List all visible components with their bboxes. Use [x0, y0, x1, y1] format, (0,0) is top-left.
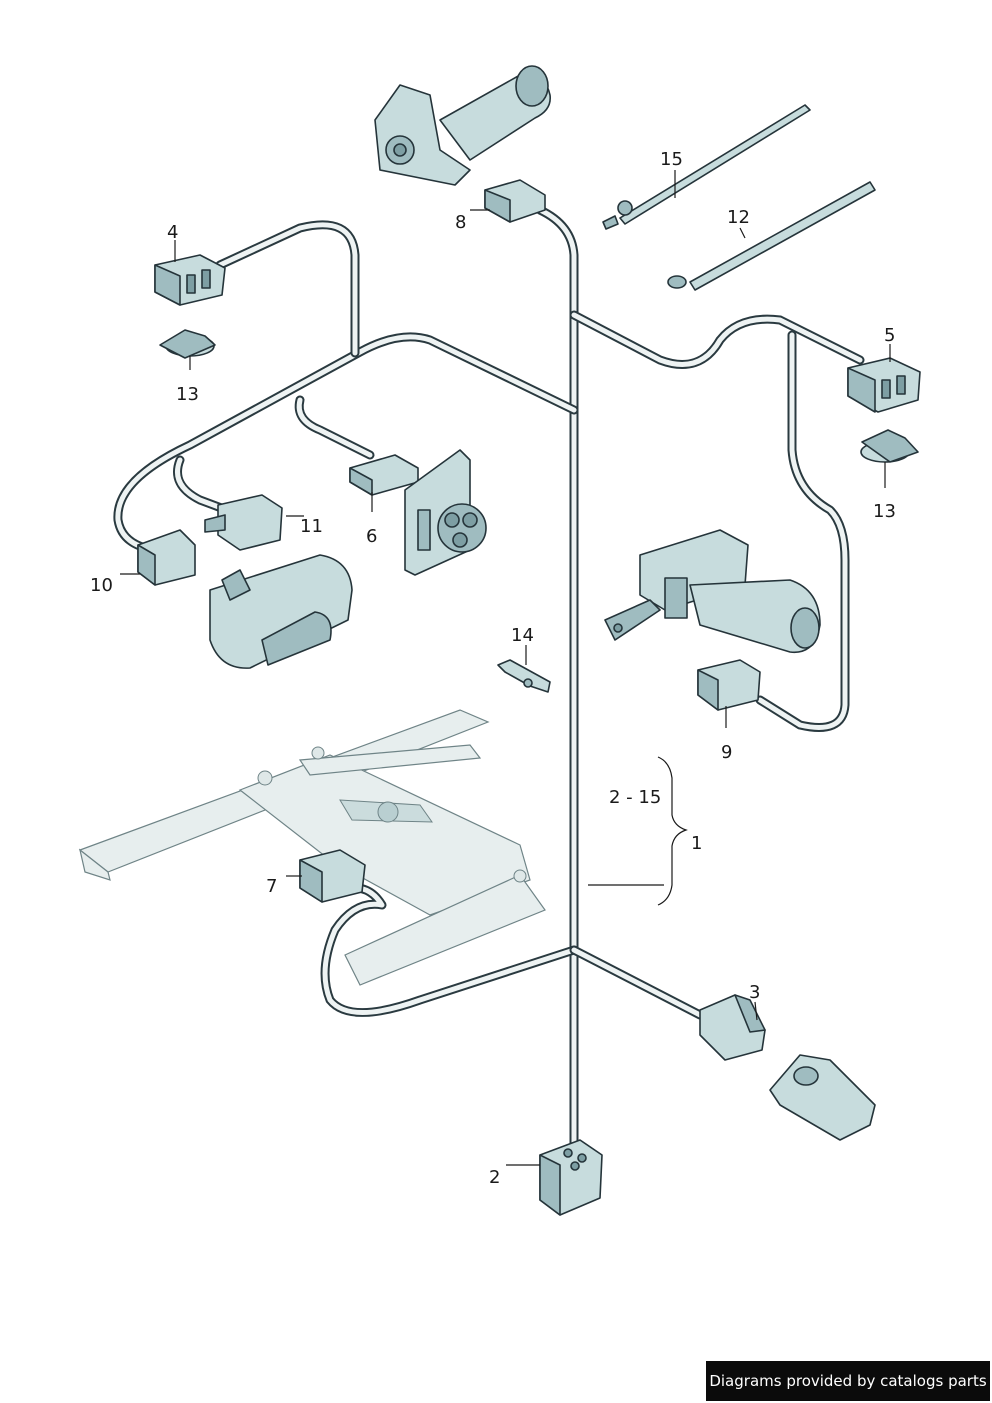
- top-motor-assembly: [374, 65, 552, 186]
- connector-8: [484, 179, 546, 223]
- callout-10: 10: [90, 575, 113, 596]
- callout-5: 5: [884, 325, 895, 346]
- footer-credit-banner: Diagrams provided by catalogs parts: [706, 1361, 990, 1401]
- connector-7: [299, 849, 366, 903]
- connector-5: [847, 357, 921, 413]
- callout-7: 7: [266, 876, 277, 897]
- cable-tie-12: [667, 181, 876, 291]
- callout-13-right: 13: [873, 501, 896, 522]
- callouts: 1 2 3 4 5 6 7 8 9 10 11 12 13 13 14 15 2…: [90, 149, 896, 1188]
- connector-9: [697, 659, 761, 711]
- callout-1: 1: [691, 833, 702, 854]
- callout-12: 12: [727, 207, 750, 228]
- wiring-harness: [113, 205, 865, 1150]
- connector-11: [204, 494, 283, 551]
- clip-14: [497, 659, 551, 693]
- callout-13-left: 13: [176, 384, 199, 405]
- leader-lines: [120, 170, 891, 1166]
- callout-8: 8: [455, 212, 466, 233]
- socket-plate: [404, 449, 487, 576]
- motor-assembly-right: [604, 529, 821, 654]
- connector-3: [699, 994, 766, 1061]
- callout-9: 9: [721, 742, 732, 763]
- connector-10: [137, 529, 196, 586]
- callout-15: 15: [660, 149, 683, 170]
- connector-4: [154, 254, 226, 306]
- callout-14: 14: [511, 625, 534, 646]
- clip-13-right: [860, 429, 919, 463]
- callout-4: 4: [167, 222, 178, 243]
- callout-range: 2 - 15: [609, 787, 661, 808]
- callout-6: 6: [366, 526, 377, 547]
- connector-2: [539, 1139, 603, 1216]
- clip-13-left: [159, 329, 216, 359]
- callout-11: 11: [300, 516, 323, 537]
- cable-tie-15: [602, 104, 811, 230]
- seat-frame-rails: [78, 709, 546, 986]
- connector-6: [349, 454, 419, 496]
- lamp-housing: [769, 1054, 876, 1141]
- footer-credit-text: Diagrams provided by catalogs parts: [709, 1372, 987, 1390]
- callout-3: 3: [749, 982, 760, 1003]
- callout-2: 2: [489, 1167, 500, 1188]
- control-module: [209, 554, 353, 669]
